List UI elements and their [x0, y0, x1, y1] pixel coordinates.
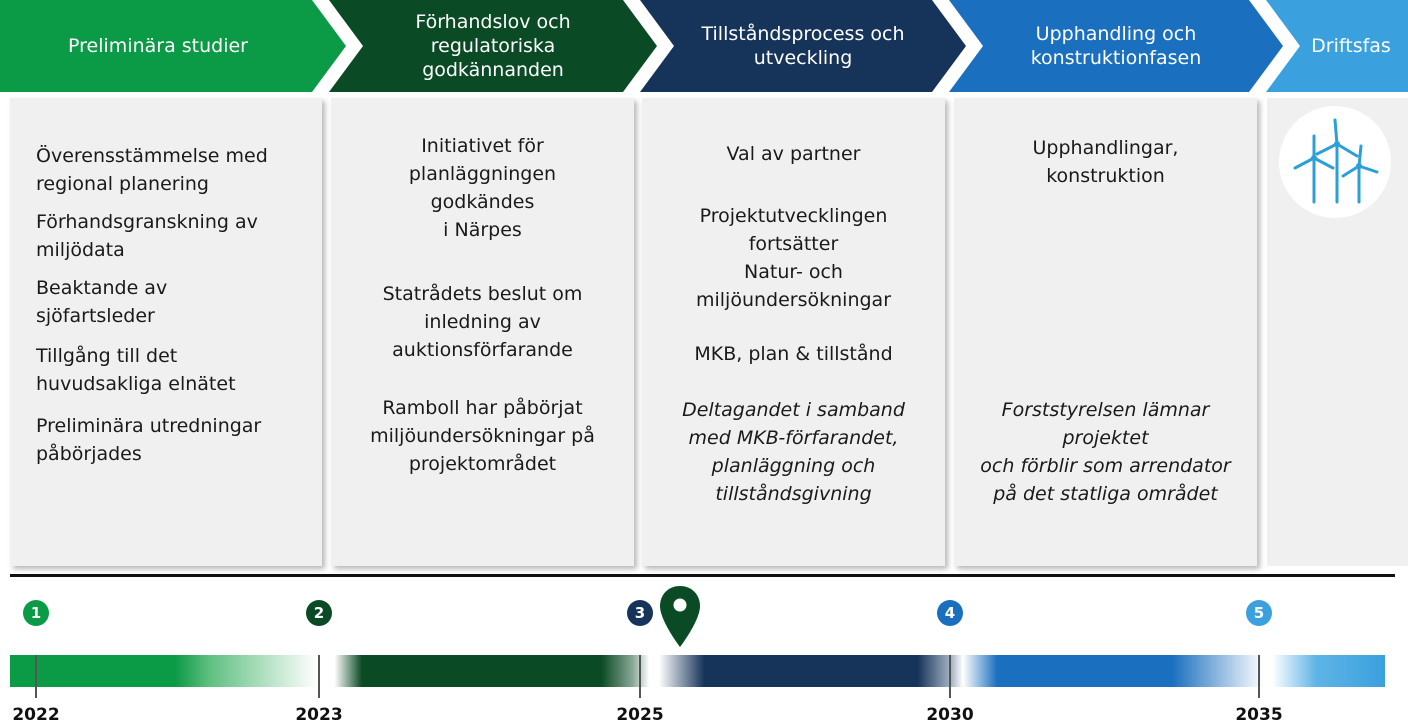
- year-label-2035: 2035: [1235, 705, 1283, 725]
- milestone-badge-4: 4: [937, 600, 963, 626]
- milestone-badge-2: 2: [306, 600, 332, 626]
- phase-4-panel: Upphandlingar,konstruktion Forststyrelse…: [954, 98, 1257, 566]
- year-label-2022: 2022: [12, 705, 60, 725]
- year-tick-2023: [318, 655, 320, 698]
- phase-1-panel: Överensstämmelse med regional planering …: [10, 98, 322, 566]
- timeline-divider: [10, 574, 1395, 577]
- phase-1-item-2: Förhandsgranskning av miljödata: [36, 211, 258, 261]
- year-label-2025: 2025: [616, 705, 664, 725]
- year-tick-2022: [35, 655, 37, 698]
- phase-1-item-3: Beaktande av sjöfartsleder: [36, 277, 168, 327]
- phase-1-label: Preliminära studier: [68, 35, 248, 57]
- year-tick-2025: [639, 655, 641, 698]
- phase-1-item-5: Preliminära utredningar påbörjades: [36, 415, 262, 465]
- year-tick-2030: [949, 655, 951, 698]
- location-pin-icon: [657, 584, 703, 650]
- phase-5-label: Driftsfas: [1311, 35, 1391, 57]
- year-tick-2035: [1258, 655, 1260, 698]
- timeline-bar: [10, 655, 1385, 687]
- phase-1-item-1: Överensstämmelse med regional planering: [36, 145, 268, 195]
- year-label-2030: 2030: [926, 705, 974, 725]
- milestone-badge-5: 5: [1246, 600, 1272, 626]
- wind-turbines-icon: [1279, 106, 1391, 218]
- phase-chevron-5: Driftsfas: [1266, 0, 1408, 92]
- phase-3-block-3: MKB, plan & tillstånd: [694, 343, 893, 365]
- phase-3-block-1: Val av partner: [726, 143, 861, 165]
- phase-1-item-4: Tillgång till det huvudsakliga elnätet: [36, 345, 236, 395]
- phase-chevron-1: Preliminära studier: [0, 0, 346, 92]
- phase-4-block-1: Upphandlingar,konstruktion: [1032, 137, 1179, 187]
- phase-5-panel: [1267, 98, 1408, 566]
- milestone-badge-3: 3: [627, 600, 653, 626]
- milestone-badge-1: 1: [23, 600, 49, 626]
- year-label-2023: 2023: [295, 705, 343, 725]
